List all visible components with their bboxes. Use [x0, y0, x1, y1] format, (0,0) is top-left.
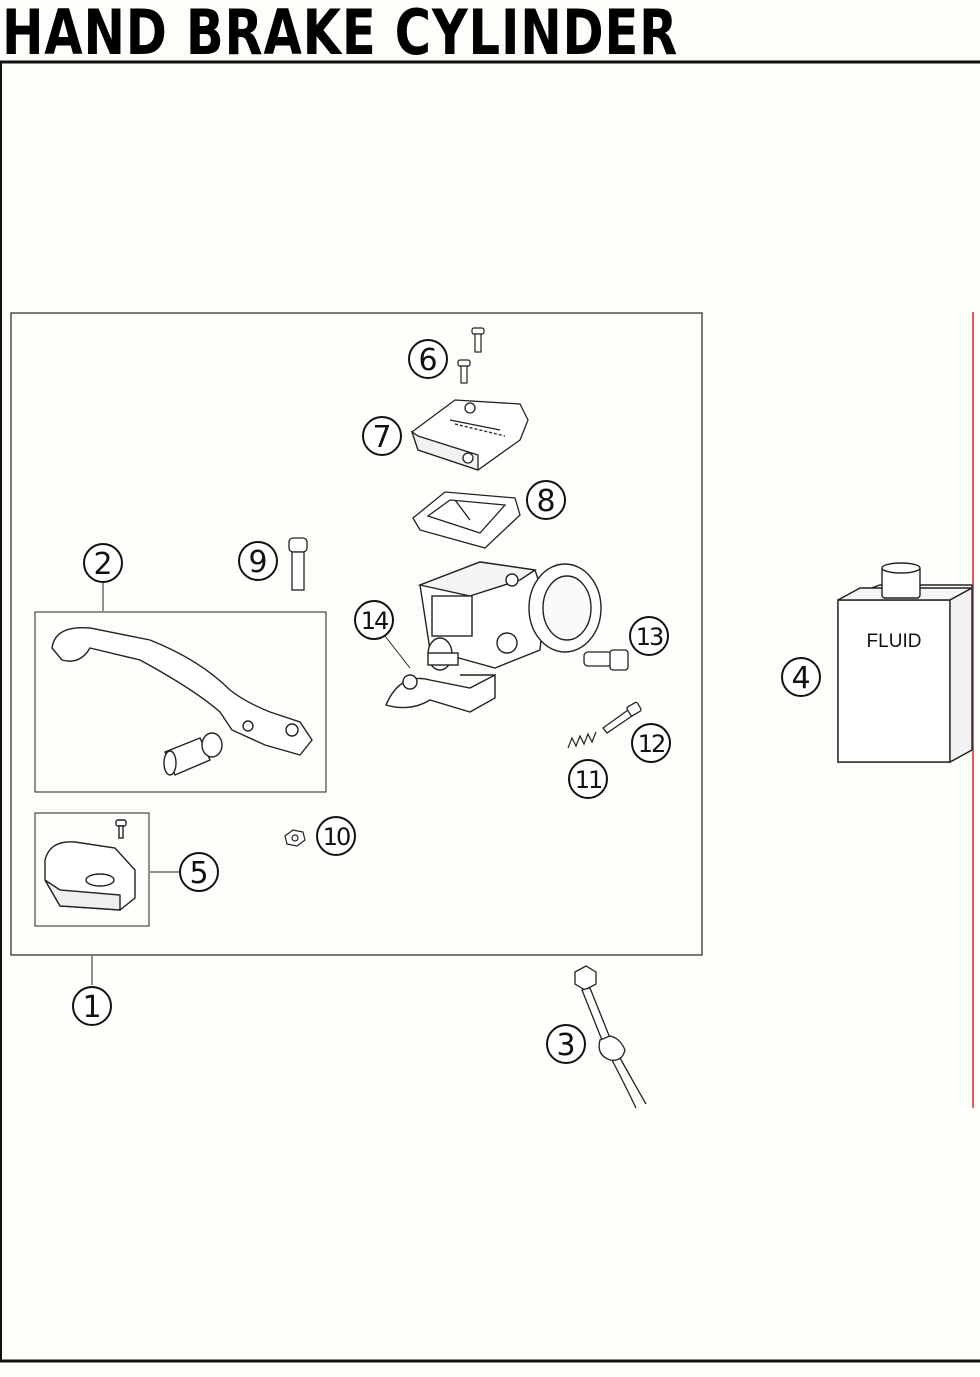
callout-4: 4 [781, 657, 821, 697]
svg-text:8: 8 [536, 484, 555, 519]
svg-text:11: 11 [575, 766, 602, 794]
callout-14: 14 [354, 600, 394, 640]
svg-text:10: 10 [323, 823, 350, 851]
page-frame [0, 60, 980, 1363]
callout-13: 13 [629, 616, 669, 656]
spring-drawing [567, 731, 597, 749]
callout-11: 11 [568, 759, 608, 799]
reservoir-cover-drawing [410, 399, 529, 471]
callout-6: 6 [408, 339, 448, 379]
lever-box [34, 611, 327, 793]
svg-text:4: 4 [791, 661, 810, 696]
callout-8: 8 [526, 480, 566, 520]
svg-text:12: 12 [638, 730, 665, 758]
fluid-bottle-drawing [837, 562, 973, 764]
brake-line-drawing [574, 965, 647, 1109]
nut-drawing [284, 829, 306, 847]
master-cylinder-drawing [385, 561, 602, 713]
svg-text:13: 13 [636, 623, 663, 651]
guard-drawing [44, 819, 136, 911]
guard-box [34, 812, 150, 927]
callout-10: 10 [316, 816, 356, 856]
callout-12: 12 [631, 723, 671, 763]
callout-7: 7 [362, 416, 402, 456]
leader-lines [91, 582, 411, 985]
svg-text:7: 7 [372, 420, 391, 455]
svg-text:14: 14 [361, 607, 388, 635]
adjusting-screw-drawing [602, 701, 642, 734]
svg-text:2: 2 [93, 547, 112, 582]
fluid-label: FLUID [867, 631, 922, 652]
svg-text:3: 3 [556, 1028, 575, 1063]
lever-drawing [51, 626, 313, 776]
pivot-bolt-drawing [288, 537, 308, 591]
callout-1: 1 [72, 986, 112, 1026]
callout-5: 5 [179, 852, 219, 892]
cover-screws-drawing [457, 327, 485, 384]
page-title: HAND BRAKE CYLINDER [2, 0, 679, 69]
assembly-box [10, 312, 703, 956]
svg-text:9: 9 [248, 545, 267, 580]
svg-text:1: 1 [82, 990, 101, 1025]
membrane-drawing [412, 491, 521, 549]
callout-9: 9 [238, 541, 278, 581]
callout-3: 3 [546, 1024, 586, 1064]
svg-text:6: 6 [418, 343, 437, 378]
callout-2: 2 [83, 543, 123, 583]
svg-text:5: 5 [189, 856, 208, 891]
banjo-bolt-drawing [583, 649, 629, 671]
